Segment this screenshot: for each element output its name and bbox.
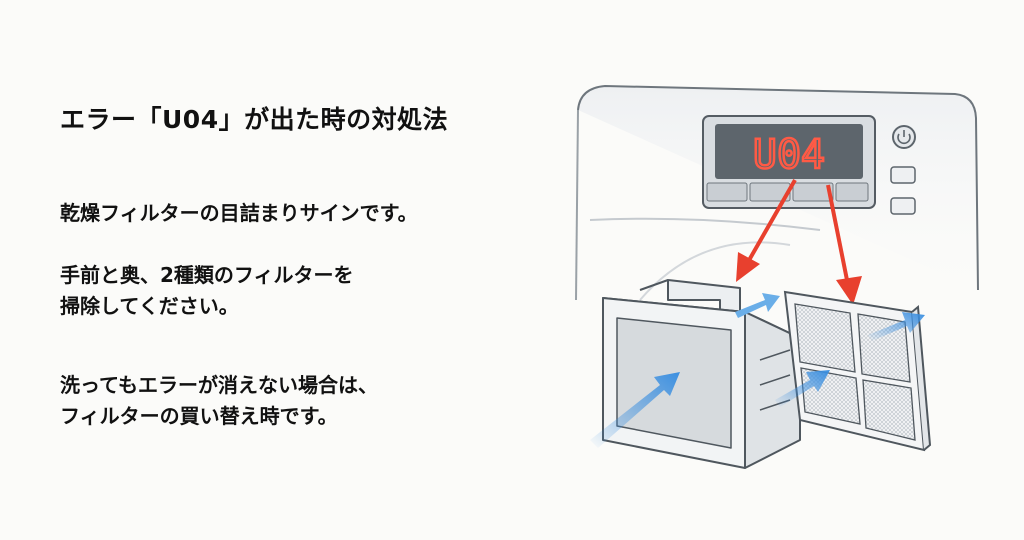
- panel-button: [835, 182, 869, 202]
- red-arrow-icon: [736, 179, 862, 305]
- panel-button: [706, 182, 748, 202]
- page-title: エラー「U04」が出た時の対処法: [60, 105, 449, 134]
- washer-machine: U04: [575, 84, 979, 301]
- text-line: 手前と奥、2種類のフィルターを: [60, 263, 354, 287]
- text-line: フィルターの買い替え時です。: [60, 404, 338, 428]
- display-screen: [715, 124, 863, 179]
- side-button: [890, 197, 916, 215]
- text-line: 掃除してください。: [60, 294, 239, 318]
- text-line: 洗ってもエラーが消えない場合は、: [60, 373, 378, 397]
- airflow-arrow-icon: [590, 293, 925, 448]
- paragraph-sign: 乾燥フィルターの目詰まりサインです。: [60, 198, 418, 229]
- error-code: U04: [753, 132, 825, 178]
- panel-button: [792, 182, 834, 202]
- text-line: 乾燥フィルターの目詰まりサインです。: [60, 201, 418, 225]
- side-button: [890, 166, 916, 184]
- paragraph-replace: 洗ってもエラーが消えない場合は、 フィルターの買い替え時です。: [60, 370, 378, 432]
- paragraph-clean: 手前と奥、2種類のフィルターを 掃除してください。: [60, 260, 354, 322]
